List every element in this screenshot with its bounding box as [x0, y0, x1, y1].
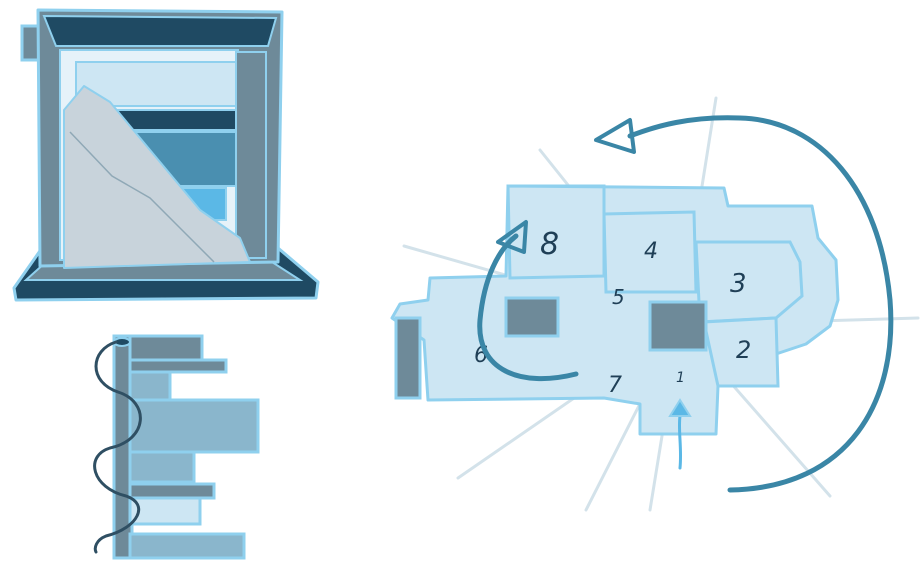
label-zone-5: 5 — [612, 285, 625, 309]
stack-bar-7 — [130, 498, 200, 524]
stack-bar-3 — [130, 372, 170, 400]
floor-plan: 1 2 3 4 5 6 7 8 — [392, 98, 918, 510]
section-drawing — [14, 10, 318, 300]
stack-bar-6 — [130, 484, 214, 498]
stack-bar-2 — [130, 360, 226, 372]
stack-bar-5 — [130, 452, 194, 482]
elevation-drawing — [95, 336, 258, 558]
top-beam — [44, 16, 276, 46]
stack-bar-8 — [130, 534, 244, 558]
label-zone-3: 3 — [730, 269, 747, 299]
room-3 — [696, 242, 802, 322]
label-zone-2: 2 — [736, 336, 751, 364]
central-core — [650, 302, 706, 350]
label-zone-4: 4 — [644, 239, 658, 264]
entrance-wall — [396, 318, 420, 398]
label-zone-8: 8 — [540, 227, 559, 262]
stack-bar-4 — [130, 400, 258, 452]
label-zone-7: 7 — [608, 373, 622, 398]
label-zone-1: 1 — [676, 370, 685, 386]
stack-bar-1 — [130, 336, 202, 360]
right-column — [236, 52, 266, 258]
side-block — [506, 298, 558, 336]
